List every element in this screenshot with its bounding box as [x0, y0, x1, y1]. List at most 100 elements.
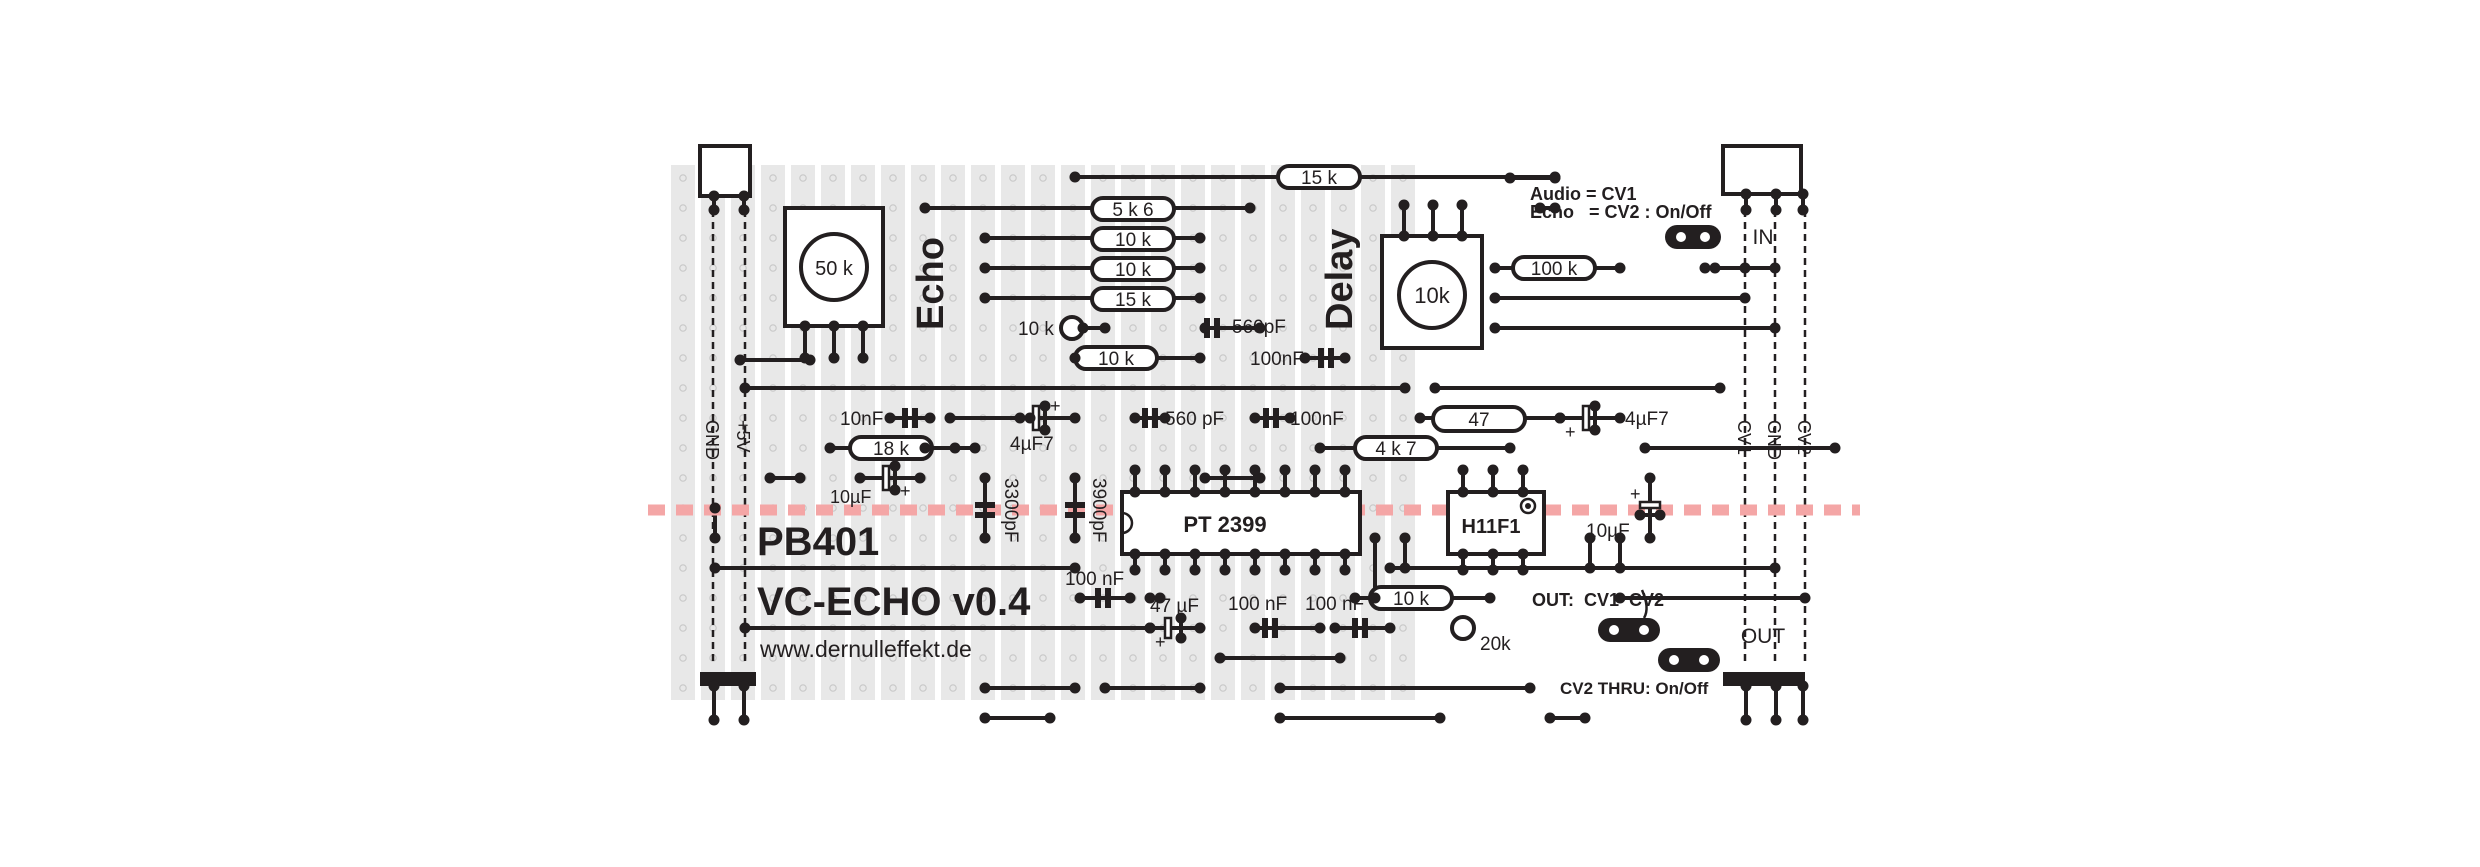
solder-point [1434, 712, 1446, 724]
solder-point [1249, 622, 1261, 634]
svg-text:+: + [1050, 396, 1061, 416]
copper-strip [1121, 165, 1145, 700]
strip-hole [769, 324, 777, 332]
strip-hole [1369, 204, 1377, 212]
strip-hole [1129, 654, 1137, 662]
strip-hole [1309, 204, 1317, 212]
solder-point [1517, 548, 1529, 560]
strip-hole [829, 684, 837, 692]
strip-hole [1219, 234, 1227, 242]
solder-point [1769, 562, 1781, 574]
strip-hole [1249, 264, 1257, 272]
resistor-10k-a: 10 k [1115, 230, 1151, 251]
strip-hole [889, 204, 897, 212]
solder-point [1279, 486, 1291, 498]
solder-point [1189, 564, 1201, 576]
strip-hole [799, 594, 807, 602]
solder-point [944, 412, 956, 424]
solder-point [884, 412, 896, 424]
solder-point [1194, 352, 1206, 364]
strip-hole [1219, 354, 1227, 362]
solder-point [1069, 562, 1081, 574]
cap-100nf-d: 100 nF [1228, 594, 1287, 615]
solder-point [1369, 532, 1381, 544]
strip-hole [859, 174, 867, 182]
strip-hole [1039, 474, 1047, 482]
copper-strip [1331, 165, 1355, 700]
strip-hole [1249, 444, 1257, 452]
solder-point [889, 460, 901, 472]
solder-point [979, 472, 991, 484]
solder-point [1714, 382, 1726, 394]
strip-hole [889, 354, 897, 362]
solder-point [709, 532, 721, 544]
solder-point [1099, 682, 1111, 694]
strip-hole [979, 324, 987, 332]
strip-hole [679, 234, 687, 242]
strip-hole [799, 444, 807, 452]
strip-hole [859, 654, 867, 662]
strip-hole [799, 534, 807, 542]
strip-hole [679, 264, 687, 272]
strip-hole [799, 414, 807, 422]
solder-point [738, 714, 750, 726]
strip-hole [1099, 564, 1107, 572]
connector-in [1721, 144, 1805, 212]
solder-point [1589, 400, 1601, 412]
solder-point [1077, 322, 1089, 334]
strip-hole [889, 264, 897, 272]
rail-gnd-label: GND [702, 420, 722, 460]
trimmer-20k-label: 20k [1480, 634, 1511, 655]
copper-strip [731, 165, 755, 700]
solder-point [1740, 204, 1752, 216]
solder-point [1069, 412, 1081, 424]
solder-point [1429, 382, 1441, 394]
solder-point [1504, 172, 1516, 184]
strip-hole [1399, 624, 1407, 632]
solder-point [1099, 322, 1111, 334]
solder-point [857, 352, 869, 364]
strip-hole [739, 324, 747, 332]
solder-point [1614, 532, 1626, 544]
solder-point [708, 714, 720, 726]
solder-point [1069, 171, 1081, 183]
solder-point [824, 442, 836, 454]
strip-hole [1369, 414, 1377, 422]
solder-point [1314, 442, 1326, 454]
solder-point [1384, 622, 1396, 634]
solder-point [1489, 292, 1501, 304]
solder-point [1517, 564, 1529, 576]
solder-point [1534, 202, 1546, 214]
solder-point [1309, 464, 1321, 476]
solder-point [1189, 464, 1201, 476]
solder-point [1274, 712, 1286, 724]
out-label: OUT [1741, 625, 1786, 648]
solder-point [1489, 262, 1501, 274]
solder-point [1214, 652, 1226, 664]
copper-strip [761, 165, 785, 700]
strip-hole [889, 324, 897, 332]
solder-point [1309, 548, 1321, 560]
strip-hole [979, 654, 987, 662]
strip-hole [1339, 264, 1347, 272]
strip-hole [739, 264, 747, 272]
strip-hole [1219, 594, 1227, 602]
solder-point [1249, 548, 1261, 560]
solder-point [1219, 564, 1231, 576]
solder-point [1399, 532, 1411, 544]
resistor-10k-bottom: 10 k [1393, 589, 1429, 610]
solder-point [1614, 592, 1626, 604]
strip-hole [799, 174, 807, 182]
strip-hole [1279, 264, 1287, 272]
copper-strip [1001, 165, 1025, 700]
strip-hole [1249, 354, 1257, 362]
solder-point [979, 682, 991, 694]
solder-point [1384, 562, 1396, 574]
solder-point [1199, 322, 1211, 334]
strip-hole [1219, 264, 1227, 272]
solder-point [1279, 564, 1291, 576]
strip-hole [1129, 324, 1137, 332]
strip-hole [679, 564, 687, 572]
solder-point [1739, 262, 1751, 274]
solder-point [1584, 532, 1596, 544]
